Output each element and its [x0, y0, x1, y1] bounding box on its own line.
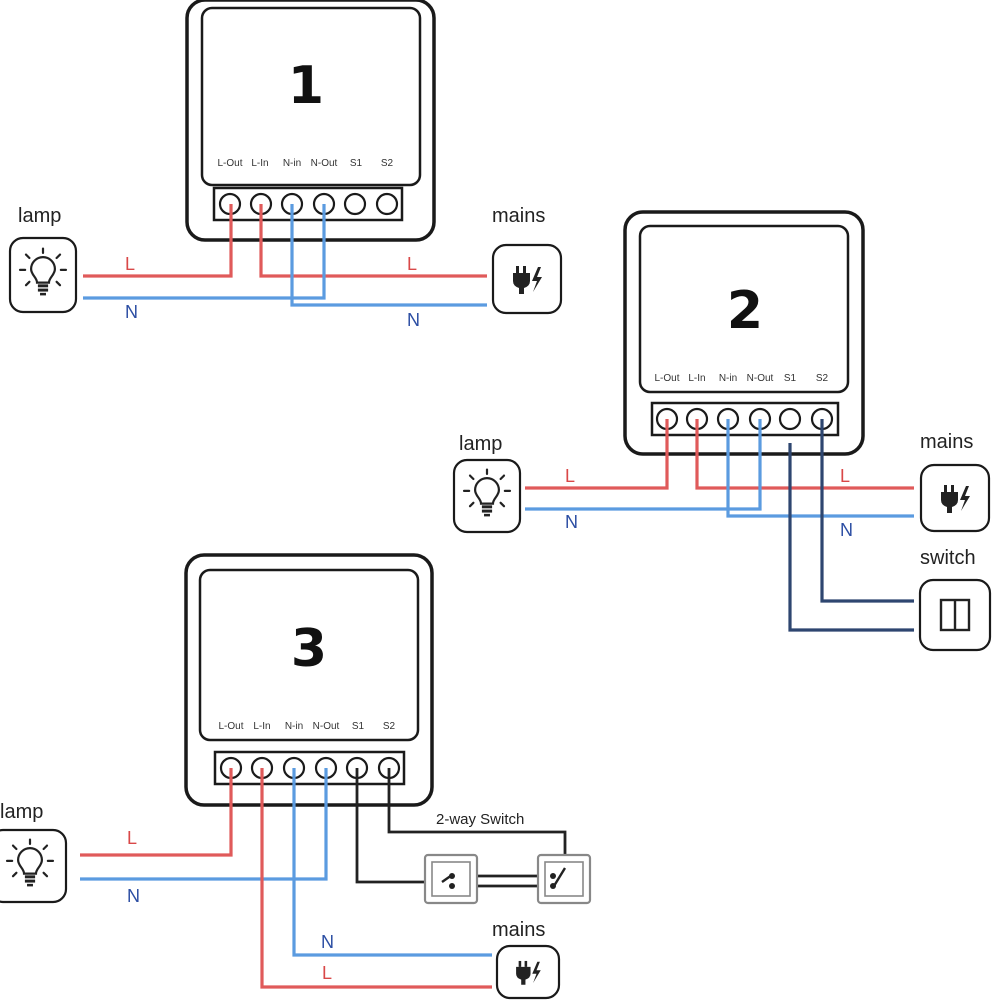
two-way-switch-label: 2-way Switch — [436, 811, 524, 828]
lamp-tile — [0, 828, 68, 904]
mains-label: mains — [492, 205, 545, 227]
terminal-screw — [375, 192, 399, 216]
relay-module-1-face — [200, 6, 422, 187]
terminal-label: L-Out — [218, 721, 243, 732]
wire-label-N: N — [125, 302, 138, 322]
diagram-3: 3 L-Out L-In N-in N-Out S1 S2 2-way Sw — [0, 553, 592, 1000]
live-wire — [695, 419, 914, 490]
terminal-screw — [343, 192, 367, 216]
diagram-number-2: 2 — [727, 281, 763, 341]
wire-label-L: L — [125, 254, 135, 274]
diagram-2: 2 L-Out L-In N-in N-Out S1 S2 L N L N la… — [452, 210, 992, 652]
wire-label-N: N — [565, 512, 578, 532]
terminal-label: L-In — [251, 158, 268, 169]
neutral-wire — [292, 768, 492, 957]
diagram-number-3: 3 — [291, 619, 327, 679]
terminal-label: N-in — [283, 158, 301, 169]
terminal-label: N-Out — [311, 158, 338, 169]
wall-switch-icon — [939, 598, 971, 632]
lamp-label: lamp — [0, 801, 43, 823]
wire-label-L: L — [127, 828, 137, 848]
terminal-label: N-Out — [313, 721, 340, 732]
neutral-wire — [290, 204, 487, 307]
terminal-label: S1 — [350, 158, 363, 169]
terminal-label: S1 — [352, 721, 365, 732]
mains-label: mains — [492, 919, 545, 941]
two-way-switch-wire — [387, 768, 567, 868]
two-way-switch-icon — [536, 853, 592, 905]
wire-label-N: N — [321, 932, 334, 952]
terminal-block-2 — [650, 401, 840, 437]
lamp-label: lamp — [459, 433, 502, 455]
live-wire — [525, 419, 669, 490]
mains-label: mains — [920, 431, 973, 453]
terminal-label: L-In — [688, 373, 705, 384]
live-wire — [80, 768, 233, 857]
live-wire — [259, 204, 487, 278]
terminal-labels-1: L-Out L-In N-in N-Out S1 S2 — [217, 158, 393, 169]
live-wire — [260, 768, 492, 989]
lamp-tile — [452, 458, 522, 534]
wire-label-L: L — [565, 466, 575, 486]
switch-wire — [820, 419, 914, 603]
diagram-1: 1 L-Out L-In N-in N-Out S1 S2 L N L N la… — [8, 0, 563, 330]
switch-label: switch — [920, 547, 976, 569]
relay-module-3-face — [198, 568, 420, 742]
wire-label-N: N — [407, 310, 420, 330]
terminal-label: N-in — [285, 721, 303, 732]
switch-wire — [788, 443, 914, 632]
terminal-screw — [778, 407, 802, 431]
neutral-wire — [80, 768, 328, 881]
live-wire — [83, 204, 233, 278]
terminal-label: L-Out — [217, 158, 242, 169]
relay-module-2-face — [638, 224, 850, 394]
wire-label-N: N — [840, 520, 853, 540]
two-way-switch-icon — [423, 853, 479, 905]
neutral-wire — [726, 419, 914, 518]
terminal-label: N-in — [719, 373, 737, 384]
two-way-switch-wire — [355, 768, 442, 884]
wire-label-L: L — [840, 466, 850, 486]
wire-label-N: N — [127, 886, 140, 906]
wire-label-L: L — [407, 254, 417, 274]
terminal-label: S2 — [816, 373, 829, 384]
lamp-label: lamp — [18, 205, 61, 227]
terminal-label: S1 — [784, 373, 797, 384]
neutral-wire — [525, 419, 762, 511]
terminal-label: S2 — [383, 721, 396, 732]
terminal-labels-3: L-Out L-In N-in N-Out S1 S2 — [218, 721, 395, 732]
wire-label-L: L — [322, 963, 332, 983]
terminal-label: N-Out — [747, 373, 774, 384]
neutral-wire — [83, 204, 326, 300]
terminal-label: L-In — [253, 721, 270, 732]
terminal-labels-2: L-Out L-In N-in N-Out S1 S2 — [654, 373, 828, 384]
terminal-label: S2 — [381, 158, 394, 169]
diagram-number-1: 1 — [288, 56, 324, 116]
terminal-block-3 — [213, 750, 406, 786]
terminal-block-1 — [212, 186, 404, 222]
terminal-label: L-Out — [654, 373, 679, 384]
